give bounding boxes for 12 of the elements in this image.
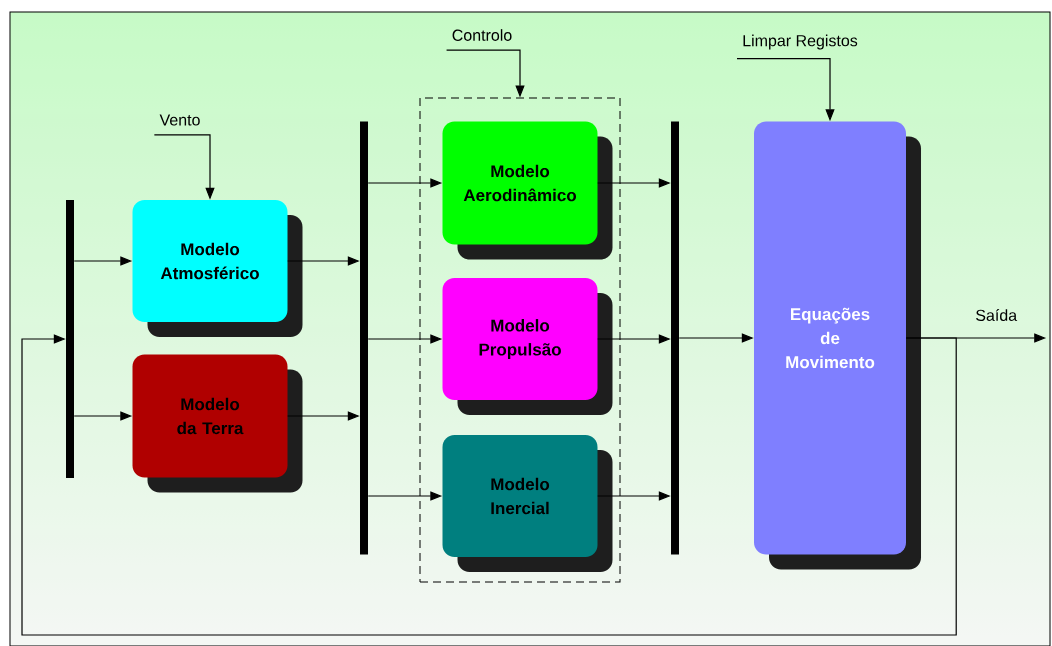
model-box: Modelo Aerodinâmico <box>442 121 613 260</box>
model-box: Modelo Atmosférico <box>132 200 303 337</box>
edge-label: Saída <box>976 309 1018 321</box>
model-box: Modelo Inercial <box>442 435 613 572</box>
input-label: Controlo <box>452 29 512 41</box>
input-label: Limpar Registos <box>743 34 858 50</box>
model-box: Equações de Movimento <box>754 121 921 570</box>
arrow <box>21 334 957 636</box>
model-box: Modelo da Terra <box>132 354 303 493</box>
input-label: Vento <box>159 114 200 126</box>
dashed-group-box <box>419 97 621 583</box>
model-box: Modelo Propulsão <box>442 278 613 415</box>
